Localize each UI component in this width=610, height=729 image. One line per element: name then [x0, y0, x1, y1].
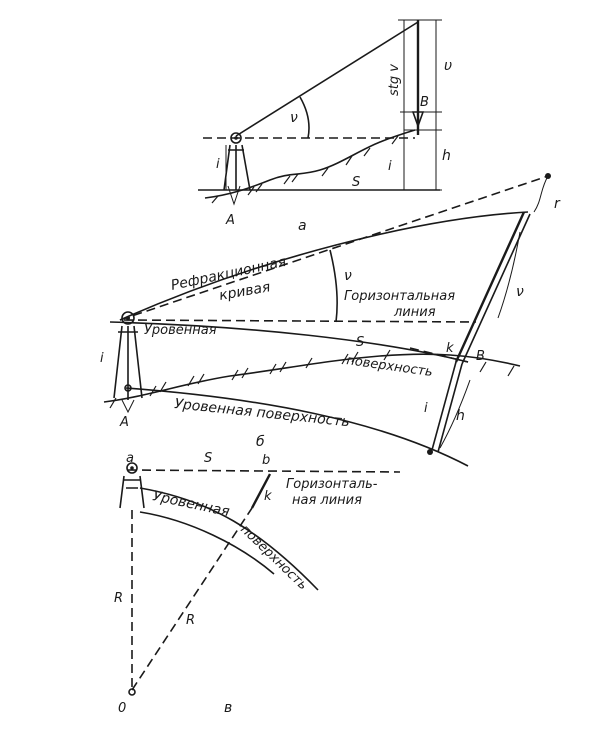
sight-tangent-b — [119, 175, 549, 321]
label-B-a: B — [420, 95, 429, 110]
segment-kb-c — [250, 473, 272, 509]
terrain-hatching-a — [211, 135, 399, 204]
label-A-a: A — [225, 213, 235, 228]
horizontal-label-c: Горизонталь- — [286, 477, 378, 492]
label-k-b: k — [446, 341, 454, 356]
label-r-b: r — [554, 196, 561, 212]
horizontal-line-b — [123, 319, 477, 323]
label-v-rod-a: υ — [444, 58, 452, 74]
label-v-angle-a: ν — [290, 110, 298, 126]
label-stgv-a: stg v — [387, 64, 402, 96]
horizontal-label2-c: ная линия — [292, 493, 362, 508]
instrument-a — [230, 132, 242, 144]
diagram-a: stg v ν υ B i i h S A а — [198, 19, 452, 234]
surface-label-c: поверхность — [237, 522, 310, 593]
label-S-a: S — [352, 175, 360, 190]
label-h-b: h — [456, 408, 465, 424]
level-surface-c — [139, 487, 319, 591]
label-i-left-a: i — [216, 157, 220, 172]
refraction-curve-b — [119, 211, 529, 321]
instrument-c — [126, 462, 138, 474]
horizontal-label-b: Горизонтальная — [344, 289, 455, 304]
label-i-left-b: i — [100, 351, 104, 366]
label-a-c: a — [126, 451, 134, 466]
tripod-b — [113, 325, 143, 400]
caption-a: а — [298, 218, 307, 234]
staff-b — [454, 211, 526, 363]
label-R-left-c: R — [114, 591, 123, 606]
level-label-c: Уровенная — [151, 488, 231, 520]
label-h-a: h — [442, 148, 451, 164]
level-surface-label-b: Уровенная поверхность — [174, 396, 351, 430]
diagram-c: a S b k Горизонталь- ная линия Уровенная… — [114, 451, 401, 716]
label-i-right-b: i — [424, 401, 428, 416]
label-k-c: k — [264, 489, 272, 504]
caption-b: б — [256, 434, 265, 450]
instrument-b — [121, 311, 135, 325]
horizontal-label2-b: линия — [393, 305, 436, 320]
center-O-c — [128, 688, 136, 696]
label-S-c: S — [204, 451, 212, 466]
diagram-b: Рефракционная кривая Горизонтальная лини… — [100, 173, 561, 467]
horizontal-line-c — [127, 469, 401, 473]
label-S-b: S — [356, 335, 364, 350]
label-i-right-a: i — [388, 159, 392, 174]
label-v-rod-b: ν — [516, 284, 524, 300]
caption-c: в — [224, 700, 232, 716]
angle-arc-a — [299, 96, 310, 139]
label-A-b: A — [119, 415, 129, 430]
label-R-right-c: R — [186, 613, 195, 628]
refraction-label2-b: кривая — [218, 279, 272, 304]
label-O-c: 0 — [118, 701, 126, 716]
sight-line-a — [235, 21, 419, 137]
label-v-angle-b: ν — [344, 268, 352, 284]
level-label-b: Уровенная — [144, 323, 217, 338]
label-b-c: b — [262, 453, 270, 468]
label-B-b: B — [476, 349, 485, 364]
radius-right-c — [131, 507, 253, 691]
tripod-a — [223, 144, 251, 191]
surface-label-b: поверхность — [345, 353, 433, 380]
